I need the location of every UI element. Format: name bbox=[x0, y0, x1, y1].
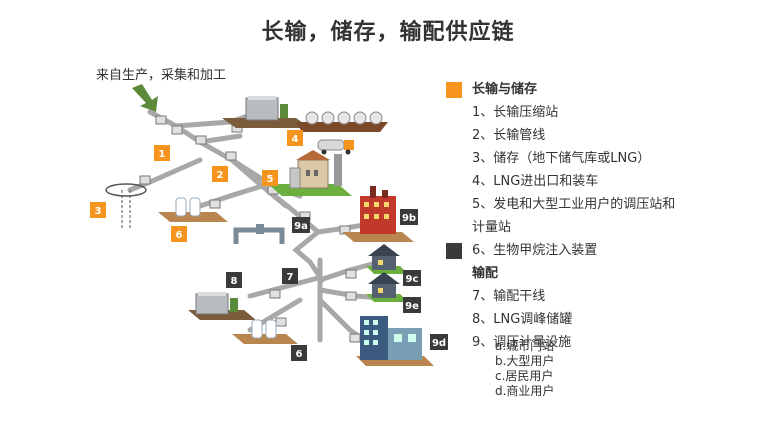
legend-sub-items: a.城市门站 b.大型用户 c.居民用户 d.商业用户 bbox=[495, 339, 554, 399]
svg-text:7: 7 bbox=[287, 272, 294, 283]
badge-7: 7 bbox=[282, 268, 298, 284]
badge-9d: 9d bbox=[430, 334, 448, 350]
badge-2: 2 bbox=[212, 166, 228, 182]
svg-text:6: 6 bbox=[176, 230, 183, 241]
legend-item: 4、LNG进出口和装车 bbox=[472, 174, 599, 189]
sub-item: d.商业用户 bbox=[495, 384, 555, 398]
badge-1: 1 bbox=[154, 145, 170, 161]
badge-3: 3 bbox=[90, 202, 106, 218]
legend-item: 5、发电和大型工业用户的调压站和 bbox=[472, 197, 676, 212]
badge-9a: 9a bbox=[292, 217, 310, 233]
sub-item: a.城市门站 bbox=[495, 339, 555, 353]
legend-item: 7、输配干线 bbox=[472, 289, 546, 304]
legend-header-distribution: 输配 bbox=[472, 266, 499, 281]
lng-peak-tank-icon bbox=[188, 292, 256, 320]
svg-text:9d: 9d bbox=[432, 338, 446, 349]
source-arrow-icon bbox=[132, 84, 158, 112]
legend: 长输与储存 1、长输压缩站 2、长输管线 3、储存（地下储气库或LNG） 4、L… bbox=[446, 80, 766, 356]
svg-text:9c: 9c bbox=[406, 274, 419, 285]
legend-item: 1、长输压缩站 bbox=[472, 105, 559, 120]
legend-item: 8、LNG调峰储罐 bbox=[472, 312, 573, 327]
badge-6b: 6 bbox=[291, 345, 307, 361]
legend-item-biomethane: 6、生物甲烷注入装置 bbox=[446, 241, 766, 261]
badge-9c: 9c bbox=[403, 270, 421, 286]
legend-item: 3、储存（地下储气库或LNG） bbox=[472, 151, 651, 166]
page-title: 长输，储存，输配供应链 bbox=[261, 20, 515, 45]
svg-text:3: 3 bbox=[95, 206, 102, 217]
legend-item: 计量站 bbox=[472, 220, 512, 235]
svg-text:8: 8 bbox=[231, 276, 238, 287]
legend-item: 9、调压计量设施 bbox=[472, 335, 572, 350]
power-plant-icon bbox=[268, 150, 352, 196]
residential-house-icon bbox=[366, 272, 408, 302]
svg-text:4: 4 bbox=[292, 134, 299, 145]
svg-text:5: 5 bbox=[267, 174, 274, 185]
svg-text:6: 6 bbox=[296, 349, 303, 360]
biomethane-tanks-icon bbox=[158, 197, 228, 222]
factory-icon bbox=[342, 186, 414, 242]
badge-8: 8 bbox=[226, 272, 242, 288]
orange-square-icon bbox=[446, 82, 462, 98]
regulator-valve-icon bbox=[233, 224, 285, 244]
compressor-station-icon bbox=[222, 96, 310, 128]
sub-item: b.大型用户 bbox=[495, 354, 555, 368]
badge-9b: 9b bbox=[400, 209, 418, 225]
dark-square-icon bbox=[446, 243, 462, 259]
badge-9e: 9e bbox=[403, 297, 421, 313]
sub-item: c.居民用户 bbox=[495, 369, 554, 383]
svg-text:9a: 9a bbox=[294, 221, 308, 232]
biomethane-tanks-icon bbox=[232, 319, 298, 344]
badge-4: 4 bbox=[287, 130, 303, 146]
source-label: 来自生产，采集和加工 bbox=[96, 68, 227, 83]
underground-storage-icon bbox=[105, 183, 147, 228]
residential-house-icon bbox=[366, 244, 408, 274]
legend-header-long-haul: 长输与储存 bbox=[446, 80, 766, 100]
svg-text:1: 1 bbox=[159, 149, 166, 160]
svg-text:9b: 9b bbox=[402, 213, 416, 224]
badge-5: 5 bbox=[262, 170, 278, 186]
svg-text:9e: 9e bbox=[405, 301, 419, 312]
svg-text:2: 2 bbox=[217, 170, 224, 181]
legend-item: 2、长输管线 bbox=[472, 128, 546, 143]
badge-6a: 6 bbox=[171, 226, 187, 242]
lng-ship-truck-icon bbox=[296, 111, 388, 155]
commercial-building-icon bbox=[356, 316, 434, 366]
